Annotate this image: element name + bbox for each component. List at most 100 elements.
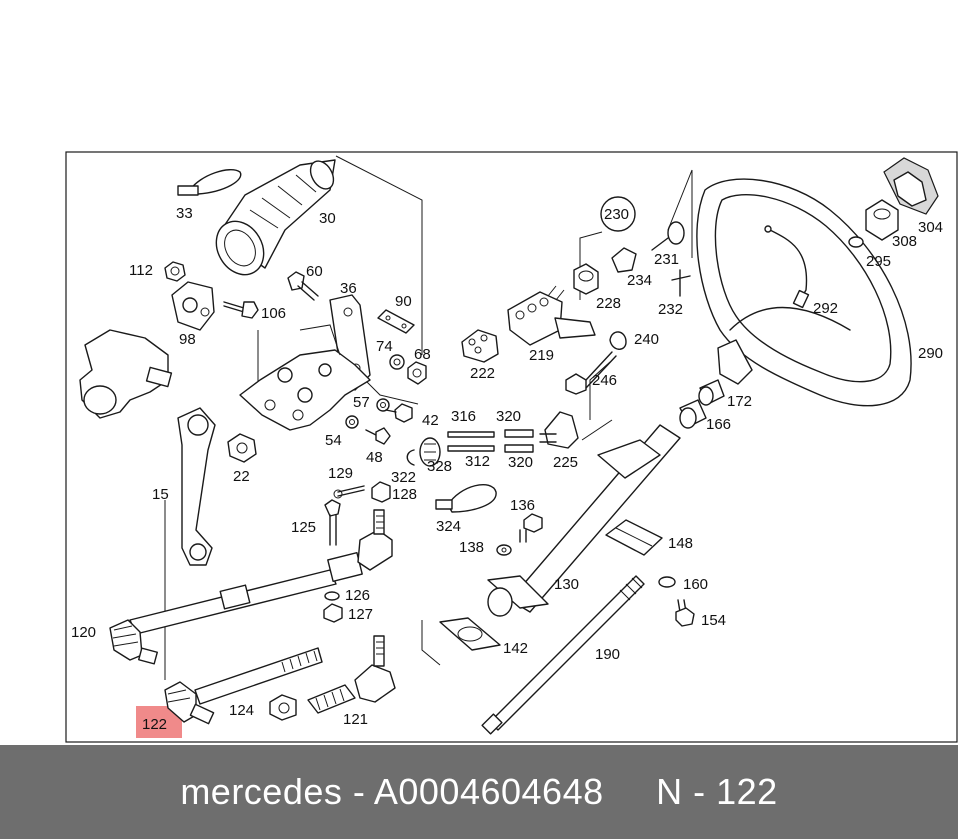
washer-74[interactable]	[389, 354, 405, 370]
label-127[interactable]: 127	[348, 606, 373, 623]
nut-22[interactable]	[227, 433, 257, 463]
label-160[interactable]: 160	[683, 576, 708, 593]
label-128[interactable]: 128	[392, 486, 417, 503]
label-219[interactable]: 219	[529, 347, 554, 364]
castle-nut-128[interactable]	[371, 481, 391, 503]
bushing-166[interactable]	[679, 399, 707, 429]
mounting-bracket[interactable]	[239, 324, 371, 431]
adjusting-rod[interactable]	[194, 647, 323, 705]
label-68[interactable]: 68	[414, 346, 431, 363]
emblem-304[interactable]	[883, 157, 939, 215]
bolt-42[interactable]	[385, 403, 413, 423]
label-240[interactable]: 240	[634, 331, 659, 348]
label-142[interactable]: 142	[503, 640, 528, 657]
label-234[interactable]: 234	[627, 272, 652, 289]
label-126[interactable]: 126	[345, 587, 370, 604]
label-122[interactable]: 122	[142, 716, 167, 733]
label-90[interactable]: 90	[395, 293, 412, 310]
bolt-106[interactable]	[223, 301, 259, 319]
cable-292[interactable]	[764, 225, 810, 309]
label-36[interactable]: 36	[340, 280, 357, 297]
label-48[interactable]: 48	[366, 449, 383, 466]
label-172[interactable]: 172	[727, 393, 752, 410]
label-312[interactable]: 312	[465, 453, 490, 470]
label-320-upper[interactable]: 320	[496, 408, 521, 425]
label-316[interactable]: 316	[451, 408, 476, 425]
clip-322[interactable]	[406, 449, 415, 466]
label-125[interactable]: 125	[291, 519, 316, 536]
lock-234[interactable]	[611, 247, 637, 273]
label-120[interactable]: 120	[71, 624, 96, 641]
label-295[interactable]: 295	[866, 253, 891, 270]
cap-308[interactable]	[865, 199, 899, 241]
label-22[interactable]: 22	[233, 468, 250, 485]
cable-tie-324[interactable]	[435, 484, 497, 513]
pitman-arm-15[interactable]	[177, 407, 216, 566]
label-322[interactable]: 322	[391, 469, 416, 486]
nut-68[interactable]	[407, 361, 427, 385]
tie-rod-assembly[interactable]	[129, 509, 393, 635]
label-324[interactable]: 324	[436, 518, 461, 535]
ignition-switch-219[interactable]	[507, 285, 596, 346]
shaft-190[interactable]	[481, 575, 645, 735]
bracket-148[interactable]	[605, 519, 663, 556]
nut-127[interactable]	[323, 603, 343, 623]
label-112[interactable]: 112	[129, 262, 153, 279]
label-136[interactable]: 136	[510, 497, 535, 514]
label-30[interactable]: 30	[319, 210, 336, 227]
rubber-boot-30[interactable]	[207, 157, 338, 283]
label-154[interactable]: 154	[701, 612, 726, 629]
label-166[interactable]: 166	[706, 416, 731, 433]
cotter-pin-129[interactable]	[333, 485, 365, 499]
bushing-328[interactable]	[419, 437, 441, 467]
label-232[interactable]: 232	[658, 301, 683, 318]
label-246[interactable]: 246	[592, 372, 617, 389]
label-308[interactable]: 308	[892, 233, 917, 250]
bolt-60[interactable]	[287, 271, 319, 301]
washer-57[interactable]	[376, 398, 390, 412]
clip-232[interactable]	[671, 269, 691, 297]
cable-tie-33[interactable]	[177, 169, 242, 196]
clamp-240[interactable]	[609, 331, 627, 350]
label-74[interactable]: 74	[376, 338, 393, 355]
joint-122[interactable]	[164, 681, 215, 725]
bushing-172[interactable]	[698, 379, 725, 406]
label-222[interactable]: 222	[470, 365, 495, 382]
label-121[interactable]: 121	[343, 711, 368, 728]
label-106[interactable]: 106	[261, 305, 286, 322]
pins-316-312-320[interactable]	[447, 429, 534, 453]
plate-90[interactable]	[377, 309, 415, 334]
bolt-154[interactable]	[675, 599, 695, 627]
label-98[interactable]: 98	[179, 331, 196, 348]
callout-230[interactable]	[600, 196, 636, 232]
bolt-48[interactable]	[365, 427, 391, 445]
label-320-lower[interactable]: 320	[508, 454, 533, 471]
label-231[interactable]: 231	[654, 251, 679, 268]
joint-98[interactable]	[171, 281, 215, 331]
steering-column-130[interactable]	[487, 424, 681, 617]
cylinder-228[interactable]	[573, 263, 599, 295]
bolt-246[interactable]	[565, 351, 617, 395]
washer-54[interactable]	[345, 415, 359, 429]
label-304[interactable]: 304	[918, 219, 943, 236]
label-228[interactable]: 228	[596, 295, 621, 312]
nut-112[interactable]	[164, 261, 186, 282]
label-130[interactable]: 130	[554, 576, 579, 593]
bolt-136[interactable]	[519, 513, 543, 543]
label-54[interactable]: 54	[325, 432, 342, 449]
tie-rod-end-121[interactable]	[307, 635, 396, 714]
key-231[interactable]	[651, 221, 685, 251]
washer-126[interactable]	[324, 591, 340, 601]
label-33[interactable]: 33	[176, 205, 193, 222]
label-290[interactable]: 290	[918, 345, 943, 362]
label-292[interactable]: 292	[813, 300, 838, 317]
label-148[interactable]: 148	[668, 535, 693, 552]
label-15[interactable]: 15	[152, 486, 169, 503]
clamp-124[interactable]	[269, 694, 297, 721]
label-230[interactable]: 230	[604, 206, 629, 223]
sensor-225[interactable]	[539, 411, 579, 449]
label-190[interactable]: 190	[595, 646, 620, 663]
label-129[interactable]: 129	[328, 465, 353, 482]
washer-138[interactable]	[496, 544, 512, 556]
label-225[interactable]: 225	[553, 454, 578, 471]
